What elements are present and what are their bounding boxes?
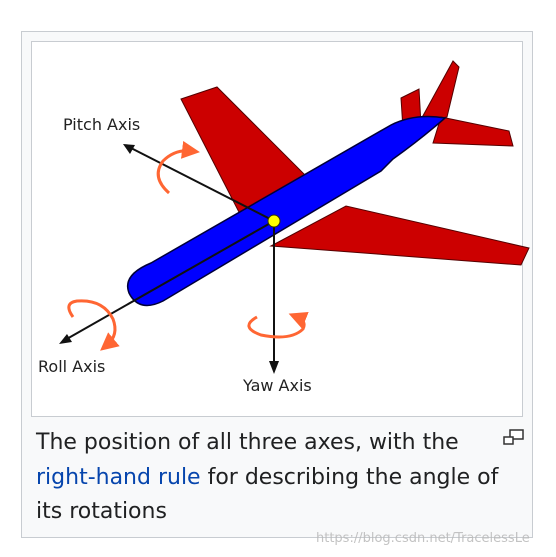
yaw-rotation-arrow — [247, 311, 309, 339]
roll-axis-arrowhead — [59, 334, 72, 344]
magnify-clip-icon[interactable] — [502, 428, 526, 448]
yaw-axis-label: Yaw Axis — [242, 376, 312, 395]
watermark: https://blog.csdn.net/TracelessLe — [316, 531, 530, 546]
right-horizontal-stabilizer — [432, 116, 514, 147]
pitch-rotation-arrow — [156, 140, 200, 195]
caption-text-end: for describing the angle of its rotation… — [36, 464, 499, 525]
center-of-gravity-point — [267, 214, 281, 228]
yaw-axis-arrowhead — [269, 361, 279, 374]
vertical-stabilizer — [418, 60, 460, 124]
roll-axis-line — [64, 220, 275, 341]
caption-text-start: The position of all three axes, with the — [36, 430, 459, 455]
roll-rotation-arrow — [67, 299, 120, 351]
right-wing — [269, 205, 530, 266]
figure-thumbnail: Pitch Axis Roll Axis Yaw Axis The positi… — [21, 31, 533, 538]
pitch-axis-label: Pitch Axis — [63, 115, 140, 134]
right-hand-rule-link[interactable]: right-hand rule — [36, 464, 201, 490]
pitch-axis-line — [128, 146, 275, 222]
pitch-axis-arrowhead — [123, 144, 135, 154]
figure-image[interactable]: Pitch Axis Roll Axis Yaw Axis — [31, 41, 530, 417]
roll-axis-label: Roll Axis — [38, 357, 105, 376]
figure-caption: The position of all three axes, with the… — [36, 426, 524, 530]
